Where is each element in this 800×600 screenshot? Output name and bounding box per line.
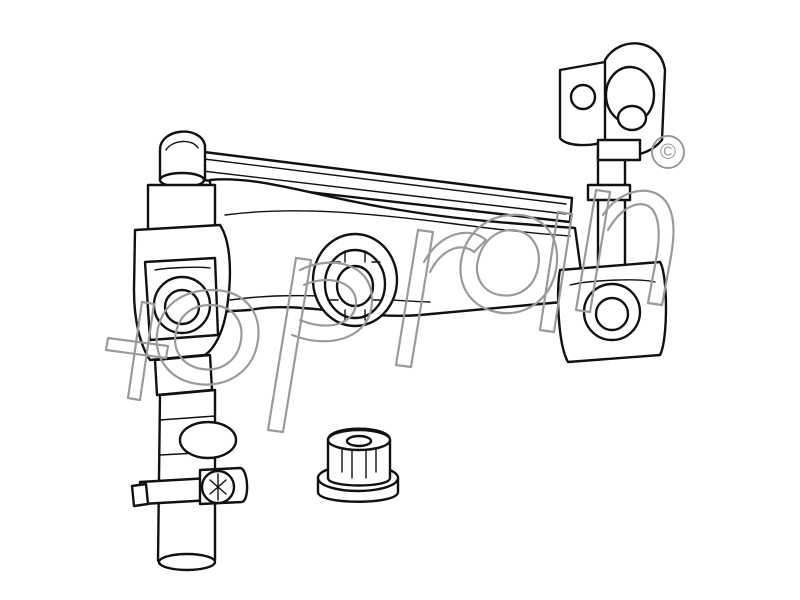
- copyright-symbol: ©: [651, 135, 685, 169]
- center-bushing: [311, 232, 399, 328]
- left-top-cap: [158, 130, 207, 189]
- right-link-rod: [586, 148, 632, 277]
- copyright-mark: ©: [660, 139, 676, 164]
- topran-watermark-logo: [104, 188, 675, 434]
- lower-clamp: [130, 420, 249, 508]
- right-lower-clevis: [556, 260, 668, 364]
- right-upper-clevis: [558, 42, 667, 162]
- loose-bushing: [316, 427, 400, 503]
- left-column-lower: [153, 353, 217, 572]
